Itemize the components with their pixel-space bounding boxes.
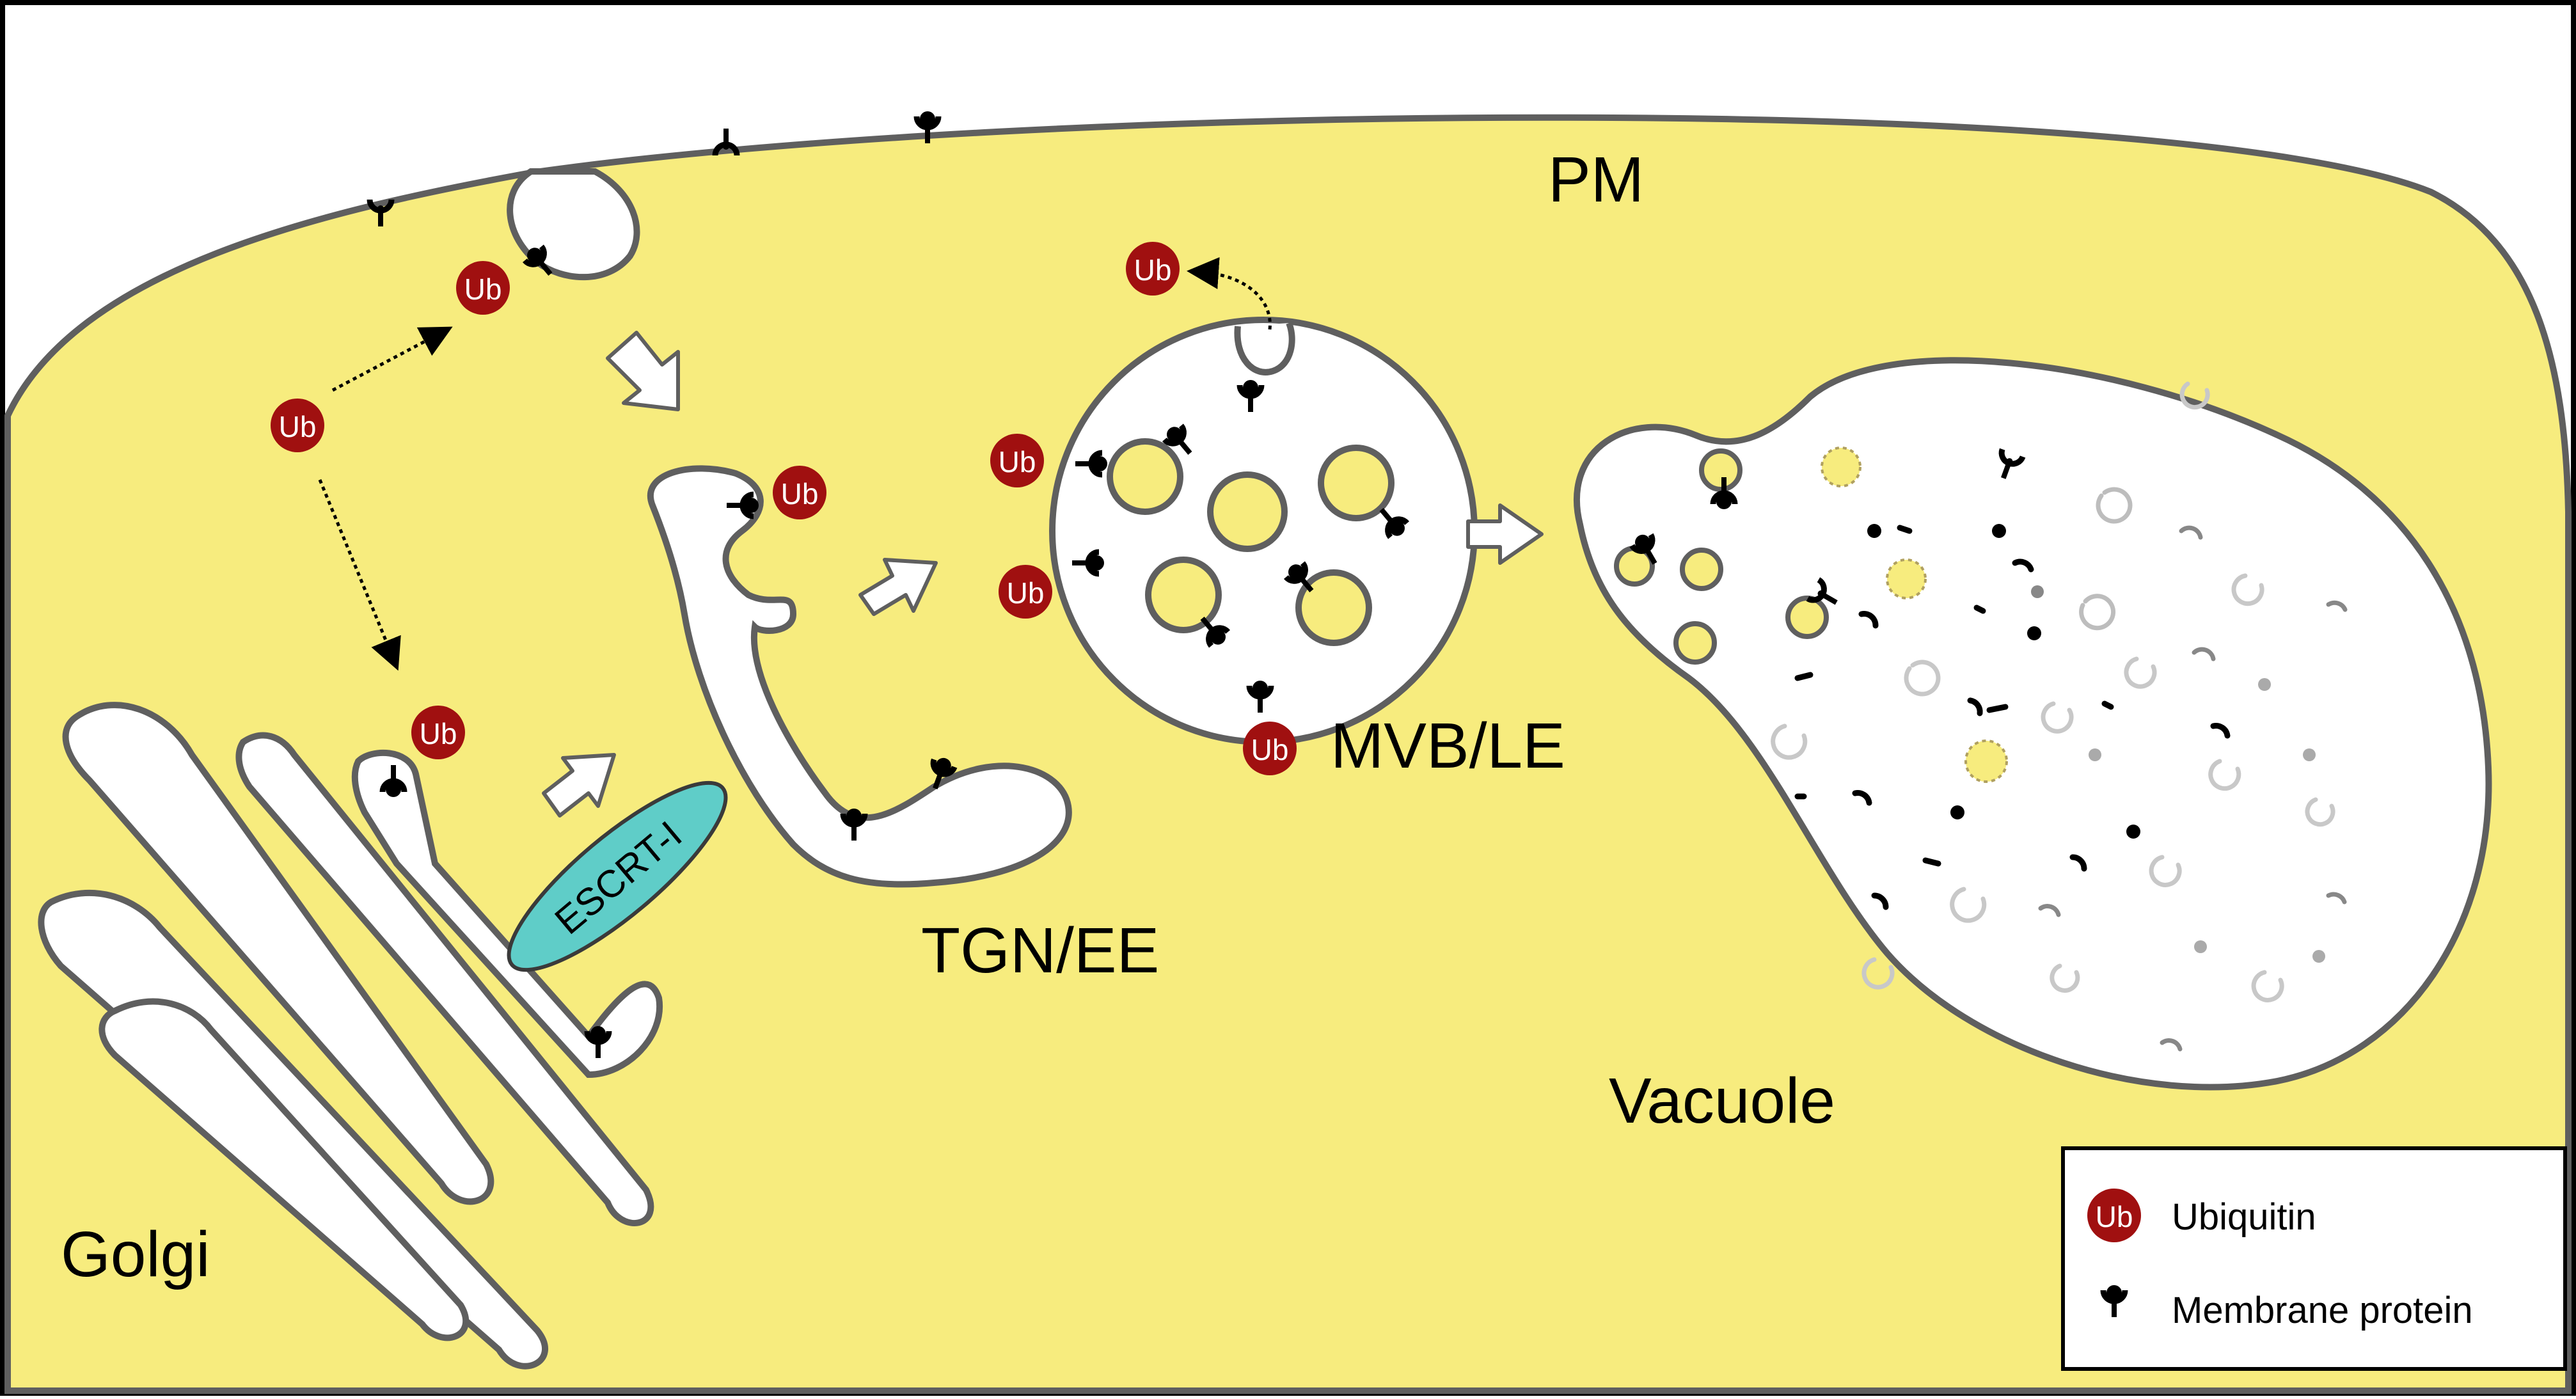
ubiquitination-arrows <box>318 257 1272 671</box>
label-pm: PM <box>1548 144 1644 216</box>
ub-label: Ub <box>1007 576 1045 610</box>
label-mvb-le: MVB/LE <box>1331 710 1565 782</box>
ub-group: Ub <box>999 565 1052 619</box>
vacuole-body <box>1574 357 2492 1091</box>
vacuole-protein-fragments <box>1794 525 2231 910</box>
label-golgi: Golgi <box>61 1219 210 1290</box>
legend: Ub Ubiquitin Membrane protein <box>2061 1146 2567 1371</box>
tgn-ee-compartment <box>647 465 1072 888</box>
label-tgn-ee: TGN/EE <box>921 915 1159 986</box>
escrt-i-complex <box>507 780 728 972</box>
ub-label: Ub <box>420 717 457 750</box>
legend-ub-label: Ub <box>2096 1200 2133 1233</box>
intraluminal-vesicles <box>1107 438 1395 646</box>
ub-group: Ub <box>456 261 510 315</box>
golgi-stack <box>38 702 663 1370</box>
vacuole-vesicles <box>1614 448 1829 665</box>
ub-group: Ub <box>773 466 826 519</box>
label-vacuole: Vacuole <box>1609 1065 1835 1137</box>
vacuole-degraded-vesicles <box>1821 447 2008 783</box>
ub-label: Ub <box>279 410 317 443</box>
vacuole-dots <box>1867 524 2325 963</box>
ub-label: Ub <box>1134 253 1172 287</box>
ub-label: Ub <box>1251 733 1289 766</box>
mvb-budding-pit <box>1234 322 1295 375</box>
ub-group: Ub <box>411 706 465 759</box>
legend-ubiquitin: Ubiquitin <box>2172 1196 2316 1238</box>
ub-group: Ub <box>1243 722 1297 775</box>
legend-membrane-protein: Membrane protein <box>2172 1290 2473 1331</box>
vacuole-debris <box>1771 381 2348 1052</box>
ub-label: Ub <box>999 445 1036 478</box>
ub-group: Ub <box>990 434 1044 487</box>
ub-label: Ub <box>781 477 819 510</box>
trafficking-arrows <box>542 331 1544 818</box>
ub-group: Ub <box>271 399 324 452</box>
ub-label: Ub <box>464 273 502 306</box>
ub-group: Ub <box>1126 242 1180 296</box>
